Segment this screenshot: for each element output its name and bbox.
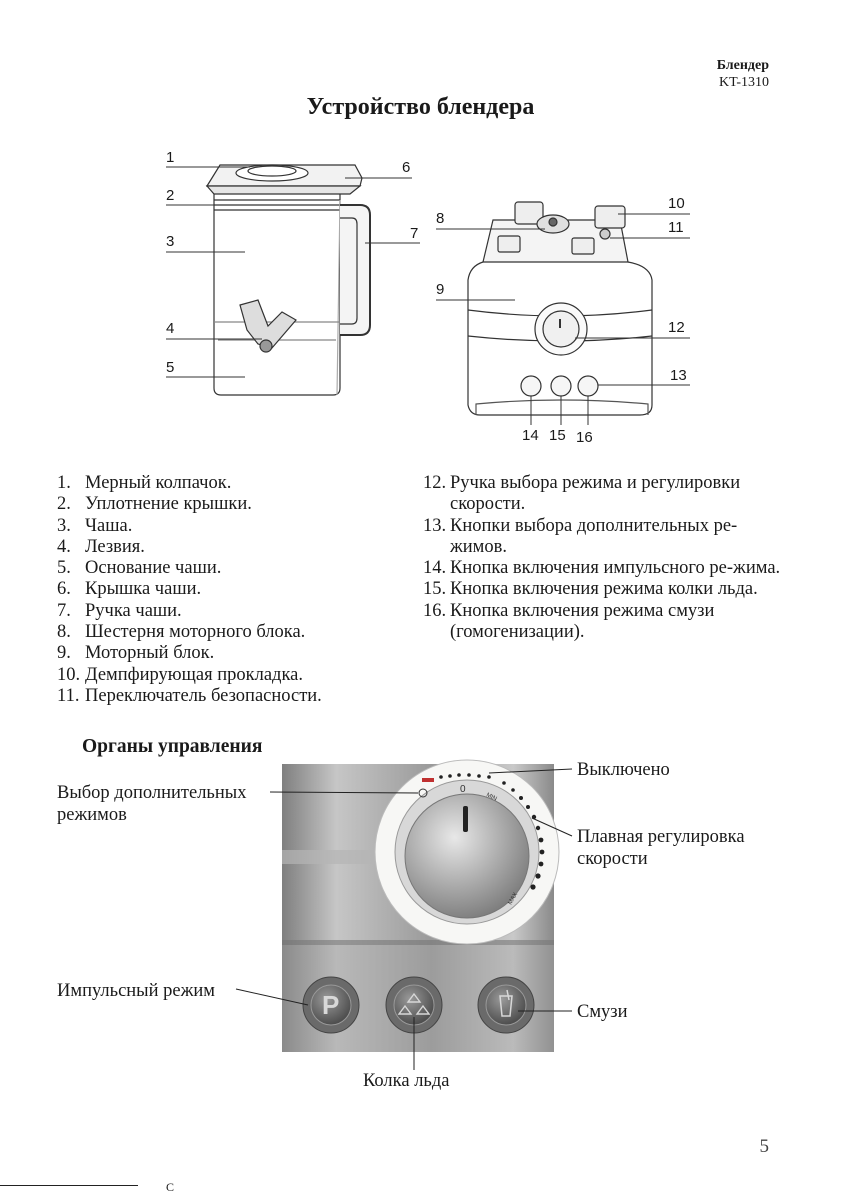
parts-list-right: 12.Ручка выбора режима и регулировки ско… <box>423 473 783 643</box>
dial-max-label: MAX <box>508 892 520 906</box>
label-pulse: Импульсный режим <box>57 981 215 1001</box>
label-ice: Колка льда <box>363 1071 450 1091</box>
svg-text:15: 15 <box>549 427 566 444</box>
list-item: 1.Мерный колпачок. <box>57 473 232 493</box>
svg-text:16: 16 <box>576 429 593 446</box>
list-item: 6.Крышка чаши. <box>57 579 202 600</box>
ice-icon <box>397 992 431 1015</box>
svg-text:12: 12 <box>668 319 685 336</box>
list-item: 2.Уплотнение крышки. <box>57 494 252 515</box>
list-item: 16.Кнопка включения режима смузи (гомоге… <box>423 600 715 643</box>
list-item: 11.Переключатель безопасности. <box>57 685 322 706</box>
list-item: 7.Ручка чаши. <box>57 600 182 621</box>
svg-text:6: 6 <box>402 159 410 176</box>
svg-text:9: 9 <box>436 281 444 298</box>
svg-text:4: 4 <box>166 320 174 337</box>
footer-fragment: С <box>166 1180 175 1194</box>
list-item: 4.Лезвия. <box>57 536 145 557</box>
page-number: 5 <box>759 1136 770 1157</box>
list-item: 9.Моторный блок. <box>57 643 215 664</box>
list-item: 14.Кнопка включения импульсного ре-жима. <box>423 558 781 579</box>
svg-text:7: 7 <box>410 225 418 242</box>
header-product: Блендер <box>716 58 769 73</box>
label-speed: Плавная регулировка скорости <box>577 827 745 869</box>
diagram-numbers: 1 2 3 4 5 6 7 8 9 10 11 12 13 14 15 16 <box>166 149 687 446</box>
svg-text:8: 8 <box>436 210 444 227</box>
label-smoothie: Смузи <box>577 1002 628 1022</box>
control-panel-photo: 0 MIN MAX P <box>282 759 560 1052</box>
jug-drawing <box>205 164 371 396</box>
svg-text:3: 3 <box>166 233 174 250</box>
svg-text:1: 1 <box>166 149 174 166</box>
svg-text:10: 10 <box>668 195 685 212</box>
list-item: 5.Основание чаши. <box>57 558 222 579</box>
svg-text:2: 2 <box>166 187 174 204</box>
svg-text:5: 5 <box>166 359 174 376</box>
dial-zero-label: 0 <box>460 784 466 795</box>
list-item: 3.Чаша. <box>57 515 133 536</box>
controls-heading: Органы управления <box>82 736 263 757</box>
document-header: Блендер KT-1310 <box>717 57 769 91</box>
list-item: 13.Кнопки выбора дополнительных ре-жимов… <box>423 515 738 557</box>
label-off: Выключено <box>577 760 670 780</box>
control-leader-lines <box>235 768 573 1070</box>
list-item: 8.Шестерня моторного блока. <box>57 622 306 643</box>
pulse-button-letter: P <box>322 990 339 1020</box>
svg-text:11: 11 <box>668 219 684 236</box>
svg-text:13: 13 <box>670 367 687 384</box>
parts-list-left: 1.Мерный колпачок. 2.Уплотнение крышки. … <box>57 473 387 707</box>
motor-base-drawing <box>467 201 653 416</box>
header-model: KT-1310 <box>718 75 769 90</box>
list-item: 12.Ручка выбора режима и регулировки ско… <box>423 473 741 515</box>
footer-rule <box>0 1185 138 1186</box>
list-item: 15.Кнопка включения режима колки льда. <box>423 579 758 600</box>
svg-text:14: 14 <box>522 427 539 444</box>
list-item: 10.Демпфирующая прокладка. <box>57 664 304 685</box>
leader-lines <box>166 166 690 425</box>
page-title: Устройство блендера <box>306 94 535 120</box>
label-extra-modes: Выбор дополнительных режимов <box>57 783 247 825</box>
dial-min-label: MIN <box>485 792 498 802</box>
smoothie-icon <box>499 989 513 1017</box>
